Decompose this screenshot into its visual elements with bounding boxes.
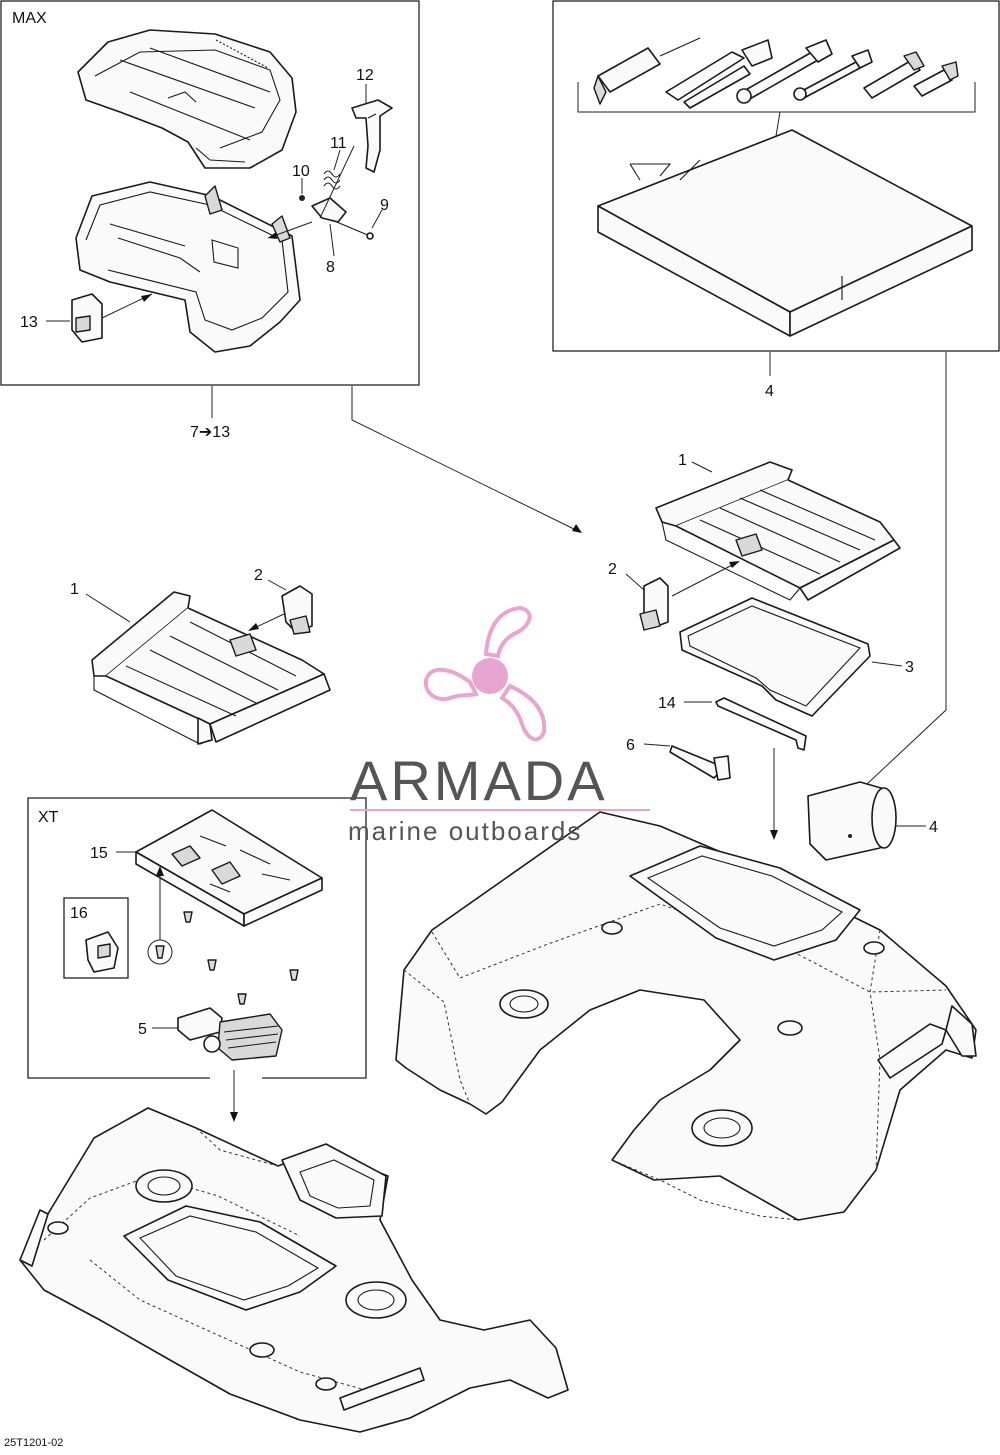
callout-8: 8 xyxy=(326,259,335,276)
xt-grommet-callout xyxy=(147,939,173,965)
right-rack-group: 1 2 3 14 6 xyxy=(608,452,938,861)
callout-xt-15: 15 xyxy=(90,845,108,862)
callout-range-7-13: 7➔13 xyxy=(190,424,230,441)
callout-left-1: 1 xyxy=(70,581,79,598)
callout-xt-5: 5 xyxy=(138,1021,147,1038)
right-gasket-3 xyxy=(679,597,871,717)
tool-extension xyxy=(913,61,959,97)
callout-right-14: 14 xyxy=(658,695,676,712)
tool-pliers xyxy=(665,39,773,109)
xt-panel: XT 15 16 xyxy=(27,797,367,1079)
watermark-tagline: marine outboards xyxy=(348,816,582,846)
callout-13: 13 xyxy=(20,314,38,331)
part-8-bracket xyxy=(311,197,347,257)
armada-watermark: ARMADA marine outboards xyxy=(348,605,650,846)
callout-11: 11 xyxy=(330,135,347,152)
propeller-hub xyxy=(472,658,508,694)
part-12-latch xyxy=(351,99,393,173)
right-rack-1 xyxy=(655,461,901,601)
tool-wrench-large xyxy=(736,39,833,104)
callout-right-1: 1 xyxy=(678,452,687,469)
callout-right-2: 2 xyxy=(608,561,617,578)
tool-bag xyxy=(597,129,973,337)
xt-part-5 xyxy=(177,1007,283,1061)
left-clip-2 xyxy=(281,585,313,635)
callout-10: 10 xyxy=(292,163,310,180)
max-storage-lid xyxy=(77,29,297,169)
xt-part-16-box xyxy=(63,897,129,979)
max-panel-label: MAX xyxy=(12,10,47,27)
propeller-logo-icon xyxy=(423,605,547,742)
tool-screwdriver xyxy=(593,37,701,105)
diagram-code: 25T1201-02 xyxy=(4,1437,63,1449)
right-wrench-6 xyxy=(669,745,731,781)
callout-right-6: 6 xyxy=(626,737,635,754)
tool-wrench-small xyxy=(793,49,873,101)
rear-fender-xt xyxy=(19,1107,569,1433)
xt-tray-15 xyxy=(135,809,323,927)
max-storage-bin xyxy=(75,181,301,353)
callout-right-4: 4 xyxy=(929,819,938,836)
toolkit-panel-frame xyxy=(552,0,1000,352)
right-bracket-14 xyxy=(715,697,807,751)
callout-tools-4: 4 xyxy=(765,383,774,400)
tool-plug-wrench xyxy=(863,51,925,99)
callout-9: 9 xyxy=(380,197,389,214)
toolkit-panel xyxy=(552,0,1000,352)
part-10-pin xyxy=(299,178,305,201)
max-panel: MAX 12 11 xyxy=(0,0,420,386)
max-panel-frame xyxy=(0,0,420,386)
xt-grommets xyxy=(183,911,299,1005)
callout-left-2: 2 xyxy=(254,567,263,584)
part-9-bolt xyxy=(331,209,383,240)
xt-panel-label: XT xyxy=(38,809,59,826)
right-tube-4 xyxy=(807,781,897,861)
rear-fender-max xyxy=(395,811,977,1221)
right-clip-2 xyxy=(639,577,669,631)
watermark-brand: ARMADA xyxy=(350,749,608,812)
xt-clip-16 xyxy=(85,931,119,973)
callout-12: 12 xyxy=(356,67,374,84)
callout-xt-16: 16 xyxy=(70,905,88,922)
part-11-spring xyxy=(323,149,341,190)
callout-right-3: 3 xyxy=(905,659,914,676)
left-rack-group xyxy=(91,591,331,745)
part-13-clip xyxy=(71,293,103,343)
